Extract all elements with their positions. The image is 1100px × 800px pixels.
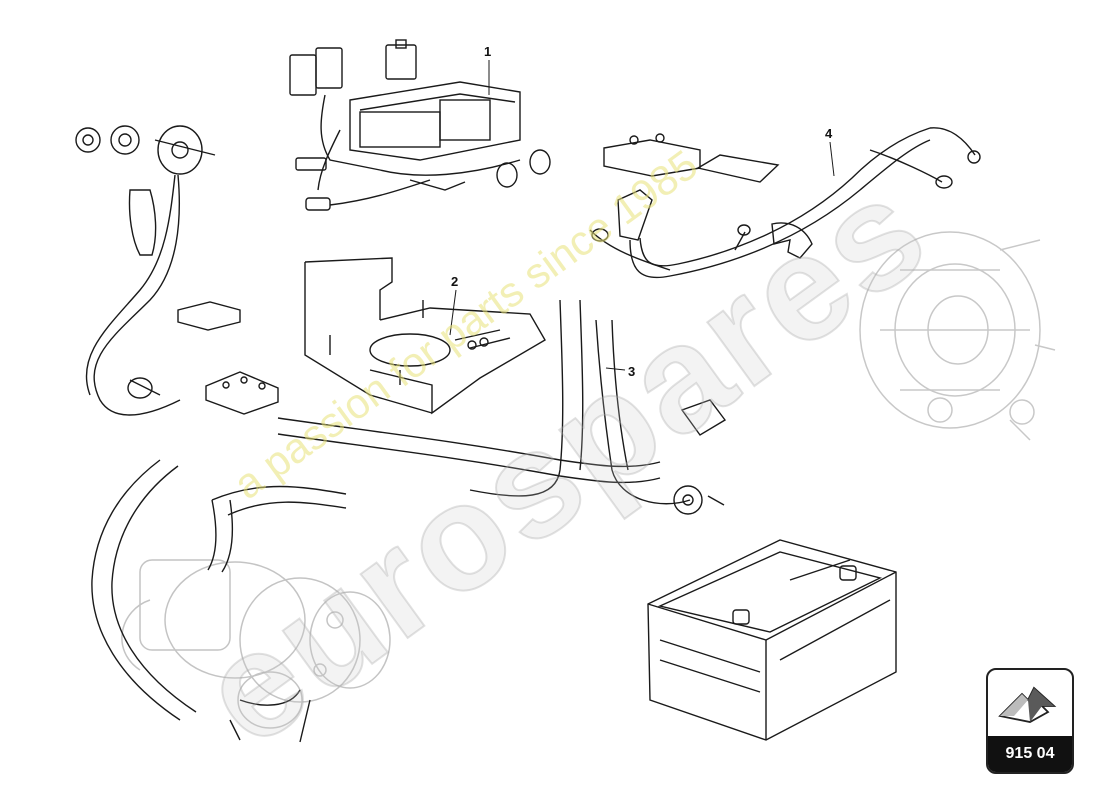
terminal-blocks	[177, 133, 780, 415]
callout-1: 1	[484, 44, 492, 59]
battery	[647, 539, 897, 741]
part-4-harness	[589, 127, 981, 279]
part-2-bracket	[304, 257, 546, 415]
part-1-relay-box	[289, 39, 551, 211]
callout-2: 2	[451, 274, 459, 289]
reference-code: 915 04	[988, 736, 1072, 772]
alternator-ghost	[859, 231, 1056, 441]
ground-strap-left	[75, 125, 216, 416]
callout-4: 4	[825, 126, 833, 141]
callout-3: 3	[628, 364, 636, 379]
reference-box: 915 04	[986, 668, 1074, 774]
callout-leaders	[449, 60, 835, 371]
starter-motor-ghost	[121, 559, 391, 729]
battery-cables	[91, 299, 727, 743]
arrow-reference-icon	[998, 686, 1057, 723]
